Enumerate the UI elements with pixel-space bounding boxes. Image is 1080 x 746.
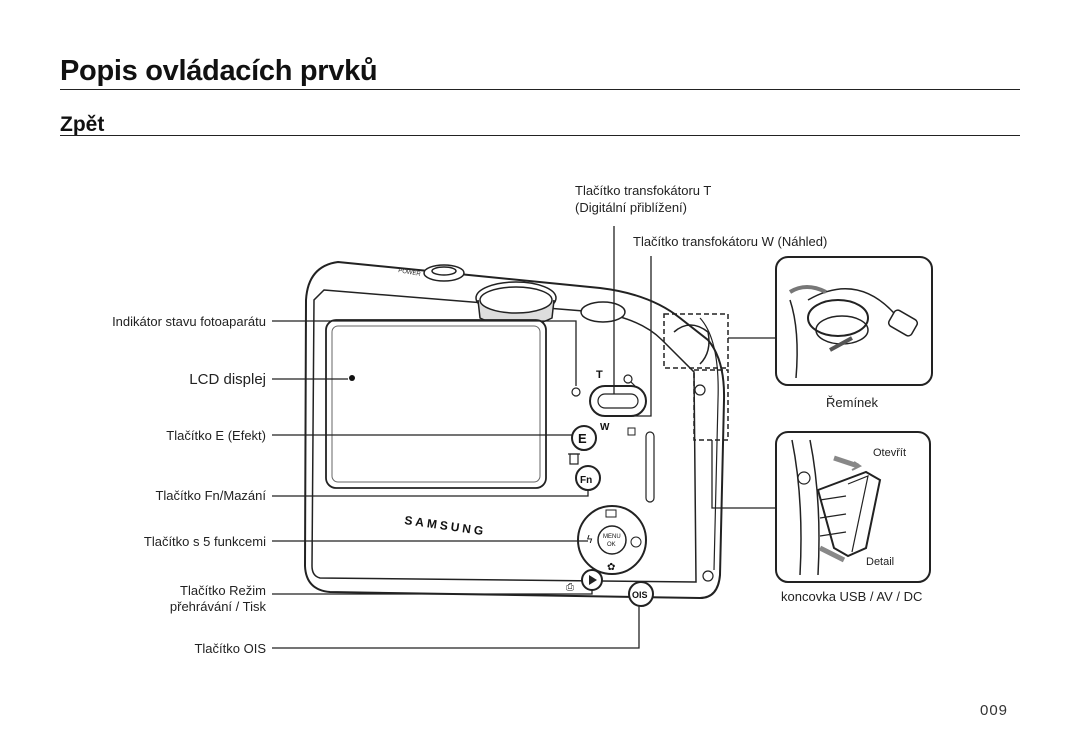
detail-label: Detail (866, 556, 895, 568)
macro-icon: ✿ (607, 562, 615, 573)
strap-label: Řemínek (826, 395, 879, 410)
five-function-label: Tlačítko s 5 funkcemi (143, 534, 266, 549)
flash-icon: ϟ (586, 533, 593, 546)
display-icon (605, 509, 617, 518)
magnifier-icon (623, 374, 633, 384)
terminal-label: koncovka USB / AV / DC (781, 589, 923, 604)
thumbnail-icon (627, 427, 636, 436)
power-text: POWER (398, 268, 422, 278)
zoom-w-mark: W (600, 422, 610, 433)
e-button-label: Tlačítko E (Efekt) (166, 428, 266, 443)
screw-icon (694, 384, 706, 396)
strap-detail-panel (775, 256, 933, 386)
zoom-w-label: Tlačítko transfokátoru W (Náhled) (633, 234, 828, 249)
page-title: Popis ovládacích prvků (60, 55, 378, 87)
section-title: Zpět (60, 113, 105, 136)
menu-mark: MENU (603, 534, 621, 540)
power-button (423, 264, 465, 282)
strap-highlight-box (663, 313, 729, 369)
fn-button-label: Tlačítko Fn/Mazání (155, 488, 266, 503)
lcd-label: LCD displej (189, 371, 266, 388)
e-mark: E (578, 431, 587, 446)
section-rule (60, 135, 1020, 136)
ois-mark: OIS (632, 590, 648, 600)
open-label: Otevřít (873, 447, 907, 459)
ois-button-label: Tlačítko OIS (194, 641, 266, 656)
play-label-2: přehrávání / Tisk (169, 599, 266, 614)
lcd-screen (325, 319, 547, 489)
five-function-pad (577, 505, 647, 575)
timer-icon (630, 536, 642, 548)
lcd-marker-dot (349, 375, 355, 381)
status-indicator-label: Indikátor stavu fotoaparátu (112, 314, 266, 329)
shutter-button (580, 301, 626, 323)
play-label-1: Tlačítko Režim (180, 583, 266, 598)
page-number: 009 (980, 702, 1009, 719)
zoom-rocker (589, 385, 647, 417)
terminal-detail-panel (775, 431, 931, 583)
ok-mark: OK (607, 542, 616, 548)
play-icon (589, 575, 597, 585)
trash-icon (568, 453, 580, 465)
terminal-highlight-box (693, 369, 729, 441)
print-icon: ⎙ (566, 582, 574, 593)
zoom-t-label-2: (Digitální přiblížení) (575, 200, 687, 215)
grip-slot (645, 431, 655, 503)
title-rule (60, 89, 1020, 90)
fn-mark: Fn (580, 475, 592, 486)
e-button-shape (571, 425, 597, 451)
ois-button-shape (628, 581, 654, 607)
status-led (571, 387, 581, 397)
zoom-t-mark: T (596, 369, 603, 381)
leader-lines (272, 226, 776, 649)
zoom-t-label-1: Tlačítko transfokátoru T (575, 183, 712, 198)
